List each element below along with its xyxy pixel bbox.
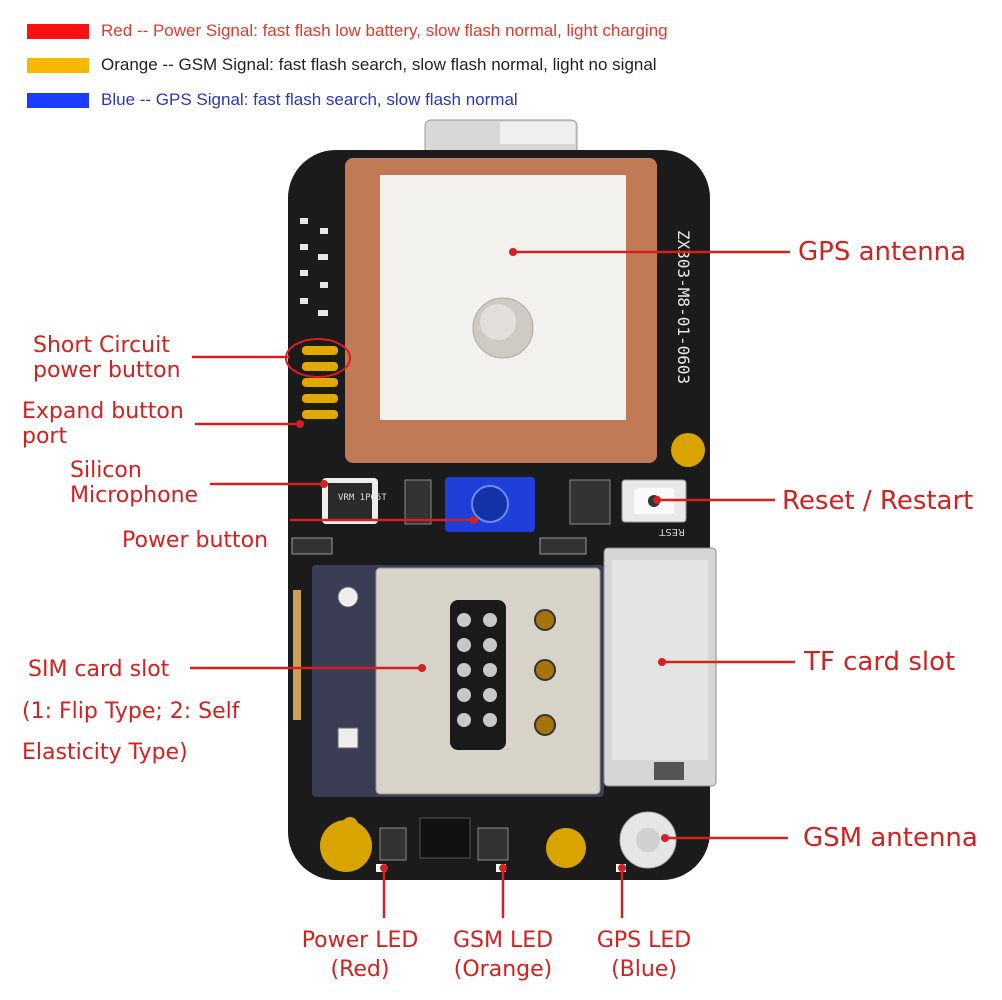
mount-pad-3 bbox=[546, 828, 586, 868]
sim-slot-note-1: (1: Flip Type; 2: Self bbox=[22, 699, 240, 724]
microphone-label: Silicon Microphone bbox=[70, 458, 198, 508]
mic-line2: Microphone bbox=[70, 483, 199, 508]
gps-led-label: GPS LED (Blue) bbox=[572, 928, 716, 982]
blue-swatch bbox=[27, 92, 89, 108]
gsm-led-color: (Orange) bbox=[453, 957, 553, 982]
power-led-title: Power LED bbox=[301, 928, 419, 953]
legend-red-text: Red -- Power Signal: fast flash low batt… bbox=[101, 21, 668, 40]
red-swatch bbox=[27, 23, 89, 39]
reset-silk: REST bbox=[658, 526, 685, 537]
legend-orange-text: Orange -- GSM Signal: fast flash search,… bbox=[101, 55, 657, 74]
gsm-led-title: GSM LED bbox=[452, 928, 554, 953]
orange-swatch bbox=[27, 57, 89, 73]
mic-line1: Silicon bbox=[70, 458, 142, 483]
mount-pad-1 bbox=[671, 433, 705, 467]
mount-pad-2 bbox=[320, 820, 372, 872]
power-led-label: Power LED (Red) bbox=[290, 928, 430, 982]
gsm-led-label: GSM LED (Orange) bbox=[430, 928, 576, 982]
smd-components bbox=[291, 479, 611, 555]
expand-port-pads bbox=[302, 346, 338, 419]
expand-port-label: Expand button port bbox=[22, 399, 184, 449]
short-circuit-label: Short Circuit power button bbox=[33, 333, 181, 383]
short-circuit-line1: Short Circuit bbox=[33, 333, 170, 358]
tf-card-label: TF card slot bbox=[804, 647, 956, 677]
sim-slot-label: SIM card slot bbox=[28, 657, 170, 682]
bottom-chip bbox=[419, 817, 471, 859]
legend-blue: Blue -- GPS Signal: fast flash search, s… bbox=[27, 89, 518, 111]
legend-orange: Orange -- GSM Signal: fast flash search,… bbox=[27, 54, 657, 76]
gps-led-title: GPS LED bbox=[596, 928, 692, 953]
gps-antenna-label: GPS antenna bbox=[798, 237, 967, 267]
power-led-color: (Red) bbox=[330, 957, 390, 982]
board-id-silk: ZX303-M8-01-0603 bbox=[674, 230, 693, 384]
reset-label: Reset / Restart bbox=[782, 486, 974, 516]
sim-slot-note-2: Elasticity Type) bbox=[22, 740, 188, 765]
silkscreen-marks bbox=[300, 218, 328, 316]
expand-line1: Expand button bbox=[22, 399, 184, 424]
gsm-antenna-label: GSM antenna bbox=[803, 823, 978, 853]
annotation-lines bbox=[190, 248, 795, 918]
gps-led-color: (Blue) bbox=[611, 957, 677, 982]
expand-line2: port bbox=[22, 424, 68, 449]
short-circuit-line2: power button bbox=[33, 358, 181, 383]
legend-red: Red -- Power Signal: fast flash low batt… bbox=[27, 20, 668, 42]
power-button-label: Power button bbox=[122, 528, 269, 553]
mic-silk: VRM 1P05T bbox=[338, 493, 387, 503]
legend-blue-text: Blue -- GPS Signal: fast flash search, s… bbox=[101, 90, 518, 109]
